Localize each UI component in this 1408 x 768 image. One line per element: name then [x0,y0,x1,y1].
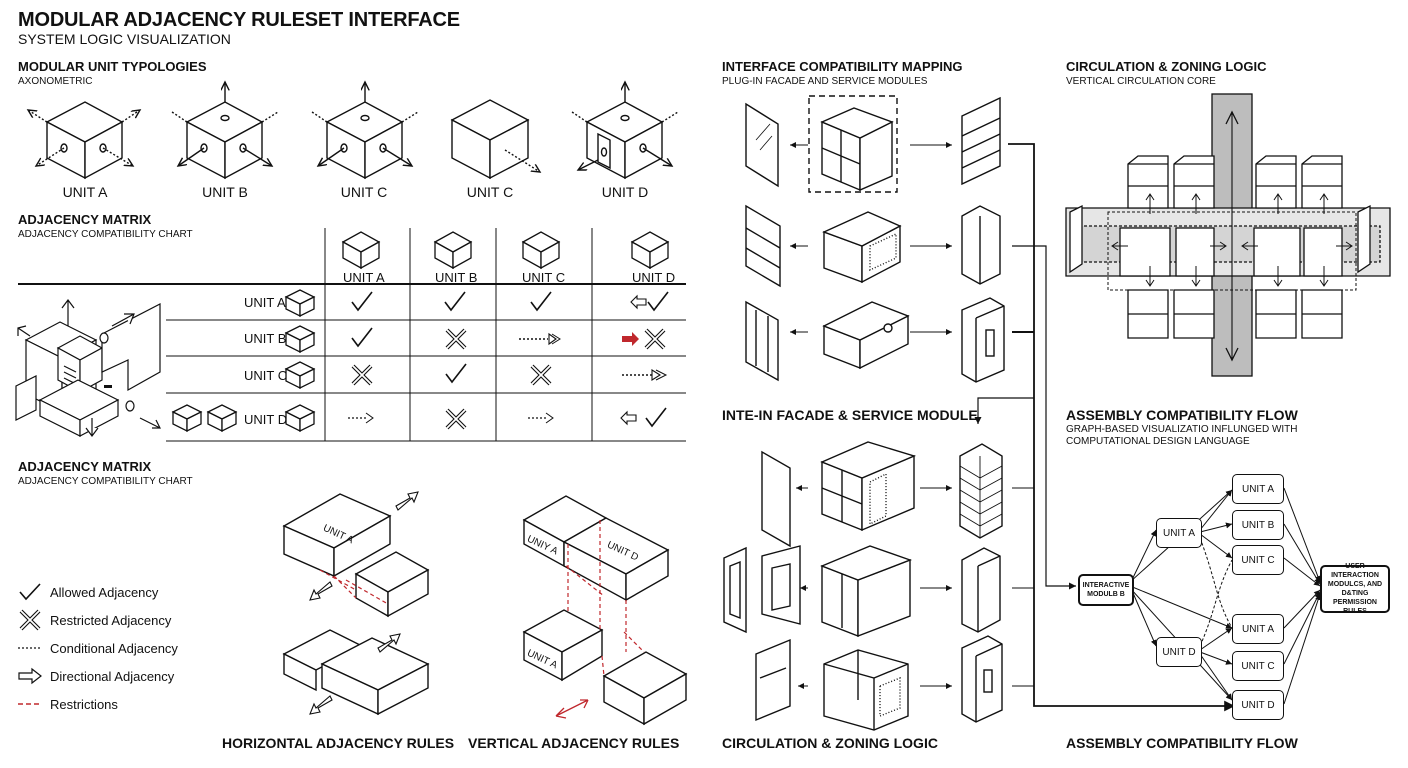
row-cube-a-icon [284,289,316,318]
right-node-unit-d[interactable]: UNIT D [1232,690,1284,720]
col-label-c: UNIT C [522,270,566,285]
legend-restricted: Restricted Adjacency [18,609,172,631]
legend-allowed: Allowed Adjacency [18,583,158,601]
col-label-b: UNIT B [435,270,478,285]
unit-d-label: UNIT D [601,184,649,200]
unit-c-plain-cube-icon [450,99,540,180]
unit-b-label: UNIT B [202,184,248,200]
assembly-subtitle-1: GRAPH-BASED VISUALIZATIO INFLUNGED WITH [1066,424,1298,435]
row-label-d: UNIT D [244,412,288,427]
cross-icon [19,609,41,631]
horizontal-caption: HORIZONTAL ADJACENCY RULES [222,735,455,751]
right-node-unit-c-2[interactable]: UNIT C [1232,651,1284,681]
unit-c-plain-label: UNIT C [466,184,514,200]
interface-subtitle: PLUG-IN FACADE AND SERVICE MODULES [722,76,928,87]
cell-b-c-dotted-arrow-icon [519,332,561,346]
col-label-d: UNIT D [632,270,676,285]
row-cube-d-extra2-icon [206,404,238,433]
row-cube-c-icon [284,361,316,390]
unit-a-cube-icon [28,101,140,180]
row-label-b: UNIT B [244,331,287,346]
cell-c-d-dotted-arrow-icon [622,369,668,381]
right-node-unit-c-1[interactable]: UNIT C [1232,545,1284,575]
typologies-title: MODULAR UNIT TYPOLOGIES [18,59,207,74]
cell-d-a-dotted-arrow-icon [348,412,374,424]
row-cube-b-icon [284,325,316,354]
legend-allowed-label: Allowed Adjacency [50,584,159,600]
row-cube-d-extra1-icon [171,404,203,433]
right-node-unit-a-1[interactable]: UNIT A [1232,474,1284,504]
mid-node-unit-a[interactable]: UNIT A [1156,518,1202,548]
legend-directional-label: Directional Adjacency [50,668,175,684]
matrix-title: ADJACENCY MATRIX [18,212,152,227]
sink-node[interactable]: USER INTERACTION MODULCS, AND D&TING PER… [1320,563,1390,615]
matrix-subtitle: ADJACENCY COMPATIBILITY CHART [18,229,193,240]
cell-b-d-red-arrow-cross-icon [622,328,666,350]
perforated-tower-icon [961,205,1001,285]
row-label-a: UNIT A [244,295,286,310]
service-panel-icon [961,96,1001,186]
unit-c-label: UNIT C [340,184,388,200]
legend-directional: Directional Adjacency [18,667,174,685]
legend-conditional: Conditional Adjacency [18,639,178,657]
assembly-caption: ASSEMBLY COMPATIBILITY FLOW [1066,735,1298,751]
check-icon [19,583,41,601]
col-cube-d-icon [630,231,670,270]
col-label-a: UNIT A [343,270,385,285]
col-cube-b-icon [433,231,473,270]
interface-title: INTERFACE COMPATIBILITY MAPPING [722,59,963,74]
matrix2-subtitle: ADJACENCY COMPATIBILITY CHART [18,476,193,487]
legend-conditional-label: Conditional Adjacency [50,640,178,656]
row-label-c: UNIT C [244,368,288,383]
row-cube-d-icon [284,404,316,433]
typologies-subtitle: AXONOMETRIC [18,76,93,87]
assembly-title: ASSEMBLY COMPATIBILITY FLOW [1066,407,1298,423]
right-node-unit-b[interactable]: UNIT B [1232,510,1284,540]
outline-arrow-icon [18,667,42,685]
right-node-unit-a-2[interactable]: UNIT A [1232,614,1284,644]
vertical-caption: VERTICAL ADJACENCY RULES [468,735,680,751]
assembly-subtitle-2: COMPUTATIONAL DESIGN LANGUAGE [1066,436,1250,447]
cell-a-d-arrow-check-icon [630,291,669,311]
dotted-line-icon [18,647,42,649]
facade-caption: CIRCULATION & ZONING LOGIC [722,735,938,751]
circulation-subtitle: VERTICAL CIRCULATION CORE [1066,76,1216,87]
legend-restrictions-label: Restrictions [50,696,118,712]
matrix2-title: ADJACENCY MATRIX [18,459,152,474]
legend-restricted-label: Restricted Adjacency [50,612,172,628]
unit-a-label: UNIT A [62,184,108,200]
col-cube-a-icon [341,231,381,270]
circulation-title: CIRCULATION & ZONING LOGIC [1066,59,1267,74]
unit-d-cube-icon [571,82,679,180]
locker-module-icon [961,297,1005,383]
legend-restrictions: Restrictions [18,695,118,713]
cell-d-d-arrow-check-icon [620,407,667,427]
page-title: MODULAR ADJACENCY RULESET INTERFACE [18,9,460,31]
facade-title: INTE-IN FACADE & SERVICE MODULE [722,407,978,423]
mid-node-unit-d[interactable]: UNIT D [1156,637,1202,667]
source-node[interactable]: INTERACTIVE MODULB B [1078,574,1134,606]
unit-c-cube-icon [311,82,419,180]
matrix-assembly-sketch [15,299,161,437]
red-dashed-line-icon [18,703,42,705]
unit-b-cube-icon [171,82,279,180]
cell-d-c-dotted-arrow-icon [528,412,554,424]
col-cube-c-icon [521,231,561,270]
page-subtitle: SYSTEM LOGIC VISUALIZATION [18,31,231,47]
